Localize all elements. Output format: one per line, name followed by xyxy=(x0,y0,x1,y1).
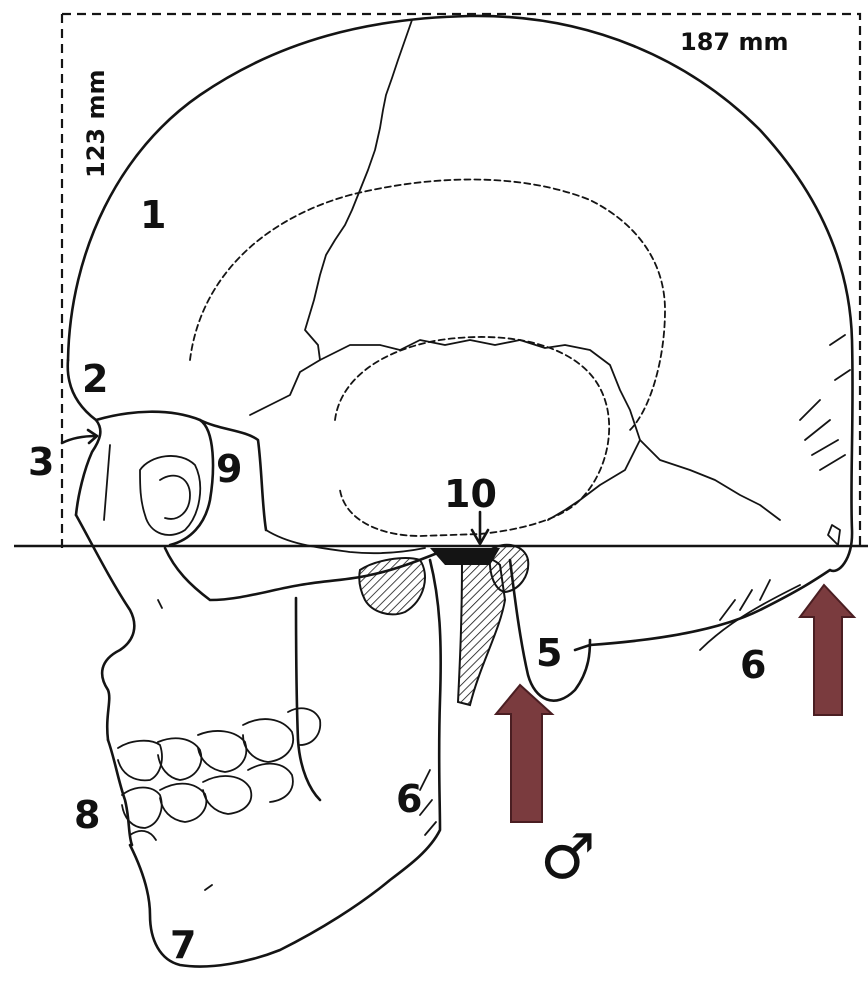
label-2: 2 xyxy=(82,357,108,401)
orbit-outline xyxy=(96,412,213,545)
label-6-mandible: 6 xyxy=(396,777,422,821)
zygomatic-lower xyxy=(266,530,425,553)
label-10-pointer xyxy=(472,512,488,544)
label-8: 8 xyxy=(74,793,100,837)
ear-canal-fill xyxy=(430,548,500,565)
length-measure: 187 mm xyxy=(680,28,788,56)
measurement-box xyxy=(62,14,860,548)
label-3: 3 xyxy=(28,440,54,484)
label-3-pointer xyxy=(62,430,97,443)
temporal-line xyxy=(190,179,665,430)
dentition xyxy=(108,708,320,845)
infraorbital-mark xyxy=(158,600,162,608)
inion-mark xyxy=(828,525,840,545)
label-5: 5 xyxy=(536,631,562,675)
male-symbol: ♂ xyxy=(540,820,596,893)
label-1: 1 xyxy=(140,193,166,237)
mental-foramen-mark xyxy=(205,885,212,890)
nasal-inner xyxy=(104,445,110,520)
label-10: 10 xyxy=(444,472,497,516)
orbit-inner xyxy=(140,456,200,535)
label-6-occipital: 6 xyxy=(740,643,766,687)
label-9: 9 xyxy=(216,447,242,491)
inion-marker-arrow xyxy=(800,585,854,715)
nasal-outline xyxy=(76,515,134,740)
occipital-ridges xyxy=(800,335,850,470)
lambdoid-suture xyxy=(320,340,780,520)
orbit-inner-2 xyxy=(160,476,190,519)
mastoid-marker-arrow xyxy=(496,685,552,822)
mandible-outline xyxy=(130,560,441,967)
label-7: 7 xyxy=(170,923,196,967)
articular-hatched-area xyxy=(359,558,425,614)
height-measure: 123 mm xyxy=(82,70,110,178)
squamous-suture xyxy=(548,440,640,520)
